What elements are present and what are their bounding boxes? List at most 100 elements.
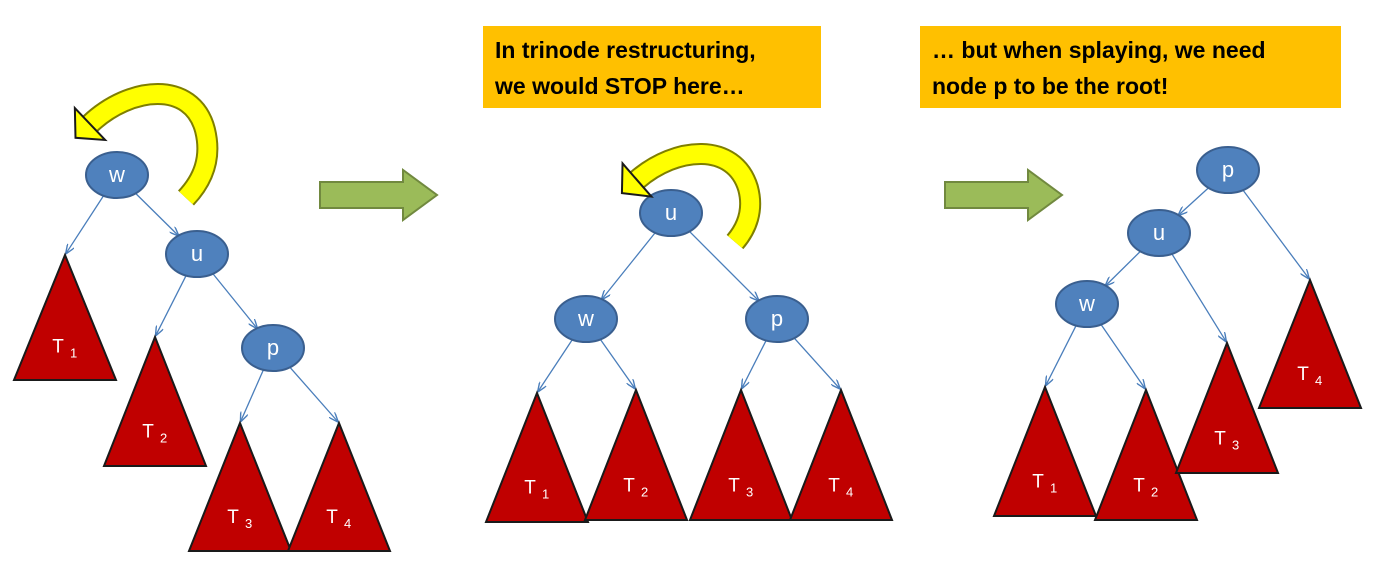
subtree-triangle — [12, 252, 118, 381]
edge-after-trinode-u-p — [689, 231, 758, 300]
node-label: w — [1078, 291, 1095, 316]
node-circle — [1196, 146, 1260, 194]
subtree-label-subscript: 2 — [160, 431, 167, 446]
callout-splay-line1: … but when splaying, we need — [932, 37, 1266, 63]
callout-splay-line2: node p to be the root! — [932, 73, 1169, 99]
subtree-label-subscript: 3 — [1232, 437, 1239, 452]
edge-before-w-u — [135, 192, 179, 235]
edge-before-u-p — [212, 273, 257, 329]
rotation-arrow-after-trinode — [620, 143, 762, 250]
tree-nodes: w u p u w p p u w — [85, 146, 1260, 372]
subtree-label: T — [227, 507, 239, 528]
edge-after-trinode-w-T2 — [599, 339, 634, 388]
node-after-trinode-u: u — [639, 189, 703, 237]
node-label: w — [577, 306, 594, 331]
subtree-label-subscript: 2 — [1151, 484, 1158, 499]
subtree-triangle — [1174, 340, 1280, 474]
node-circle — [745, 295, 809, 343]
subtree-triangle — [788, 387, 894, 521]
node-circle — [241, 324, 305, 372]
subtree-label: T — [828, 475, 840, 496]
subtree-label-subscript: 1 — [1050, 481, 1057, 496]
node-label: u — [665, 200, 677, 225]
subtree-label-subscript: 4 — [1315, 373, 1322, 388]
edge-after-splay-p-u — [1179, 187, 1209, 215]
node-label: w — [108, 162, 125, 187]
node-before-w: w — [85, 151, 149, 199]
node-after-trinode-w: w — [554, 295, 618, 343]
callout-trinode-line2: we would STOP here… — [495, 73, 745, 99]
edge-after-trinode-u-w — [602, 232, 656, 299]
node-after-splay-p: p — [1196, 146, 1260, 194]
subtree-triangle — [286, 420, 392, 552]
subtree-triangle — [102, 334, 208, 467]
subtree-label-subscript: 1 — [70, 346, 77, 361]
subtree-label: T — [1133, 475, 1145, 496]
subtree-label: T — [728, 475, 740, 496]
node-circle — [554, 295, 618, 343]
subtree-triangle — [583, 387, 689, 521]
edge-before-p-T3 — [241, 369, 264, 421]
rotation-arrow-head — [620, 160, 654, 198]
subtree-label: T — [326, 507, 338, 528]
node-after-trinode-p: p — [745, 295, 809, 343]
subtree-label-subscript: 4 — [846, 484, 853, 499]
tree-edges — [66, 187, 1309, 422]
subtree-label-subscript: 1 — [542, 487, 549, 502]
subtree-triangle — [1257, 277, 1363, 409]
edge-after-trinode-w-T1 — [538, 339, 573, 392]
subtree-triangle — [484, 390, 590, 523]
edge-before-p-T4 — [289, 366, 338, 421]
node-circle — [1127, 209, 1191, 257]
subtree-triangle — [187, 420, 293, 552]
edge-before-u-T2 — [156, 275, 187, 336]
edge-after-splay-u-w — [1106, 250, 1141, 285]
node-before-p: p — [241, 324, 305, 372]
node-circle — [639, 189, 703, 237]
node-after-splay-w: w — [1055, 280, 1119, 328]
node-label: p — [771, 306, 783, 331]
stage2-to-stage3-arrow — [944, 168, 1064, 222]
transition-arrows — [319, 168, 1064, 222]
node-label: u — [191, 241, 203, 266]
callout-trinode-line1: In trinode restructuring, — [495, 37, 756, 63]
rotation-arrow-before — [73, 83, 219, 206]
subtree-label-subscript: 4 — [344, 516, 351, 531]
subtree-label: T — [52, 337, 64, 358]
subtree-triangle — [1093, 387, 1199, 521]
edge-after-trinode-p-T3 — [742, 340, 767, 389]
node-label: u — [1153, 220, 1165, 245]
subtree-label: T — [623, 475, 635, 496]
edge-after-splay-w-T2 — [1100, 324, 1145, 388]
subtree-label: T — [524, 478, 536, 499]
subtree-label-subscript: 3 — [746, 484, 753, 499]
node-circle — [165, 230, 229, 278]
subtree-label-subscript: 2 — [641, 484, 648, 499]
subtree-triangle — [992, 384, 1098, 517]
edge-after-splay-p-T4 — [1242, 189, 1309, 278]
subtree-label: T — [1297, 364, 1309, 385]
subtree-label-subscript: 3 — [245, 516, 252, 531]
callout-splay-root: … but when splaying, we need node p to b… — [920, 26, 1341, 108]
subtree-label: T — [1032, 472, 1044, 493]
node-before-u: u — [165, 230, 229, 278]
node-circle — [1055, 280, 1119, 328]
edge-after-trinode-p-T4 — [793, 337, 839, 388]
subtree-label: T — [142, 422, 154, 443]
node-circle — [85, 151, 149, 199]
edge-after-splay-u-T3 — [1171, 253, 1226, 341]
subtree-label: T — [1214, 428, 1226, 449]
stage1-to-stage2-arrow — [319, 168, 439, 222]
